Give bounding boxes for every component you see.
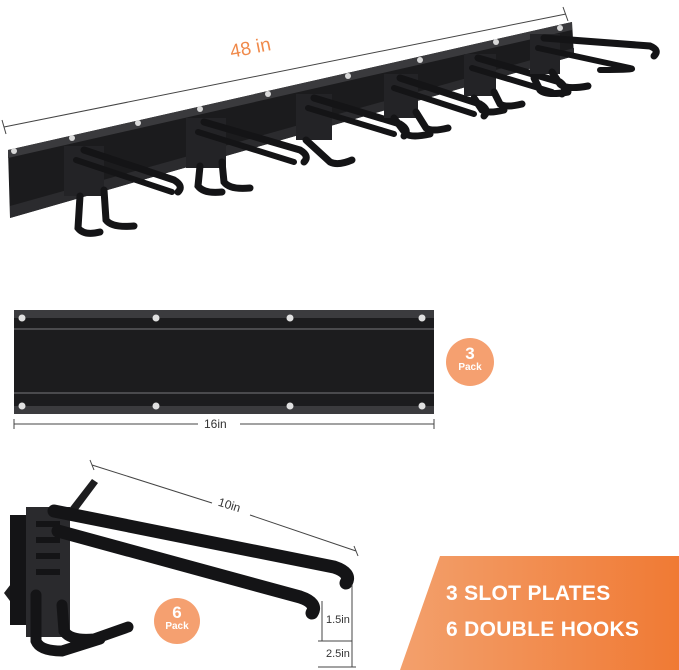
hook-depth-label: 2.5in (326, 648, 350, 660)
summary-banner (400, 556, 679, 670)
hook-gap-label: 1.5in (326, 614, 350, 626)
plate-length-label: 16in (204, 417, 227, 431)
rail-hooks (64, 34, 660, 237)
plates-pack-badge: 3 Pack (446, 338, 494, 386)
total-length-dimension-line (1, 6, 569, 135)
double-hook-illustration (4, 459, 359, 668)
hooks-pack-badge: 6 Pack (154, 598, 200, 644)
plates-pack-count: 3 (465, 344, 475, 363)
plate-length-dimension-line (13, 419, 435, 429)
plates-pack-label: Pack (458, 362, 482, 373)
hook-length-dimension-line (89, 459, 359, 557)
slot-plate-illustration (13, 310, 435, 429)
assembled-rail-illustration (1, 6, 660, 237)
hook-gap-dimension-line (318, 585, 356, 668)
hooks-pack-count: 6 (172, 603, 182, 622)
summary-line-hooks: 6 DOUBLE HOOKS (446, 618, 640, 641)
slot-plate (14, 310, 434, 414)
summary-line-plates: 3 SLOT PLATES (446, 582, 611, 605)
hooks-pack-label: Pack (165, 621, 189, 632)
